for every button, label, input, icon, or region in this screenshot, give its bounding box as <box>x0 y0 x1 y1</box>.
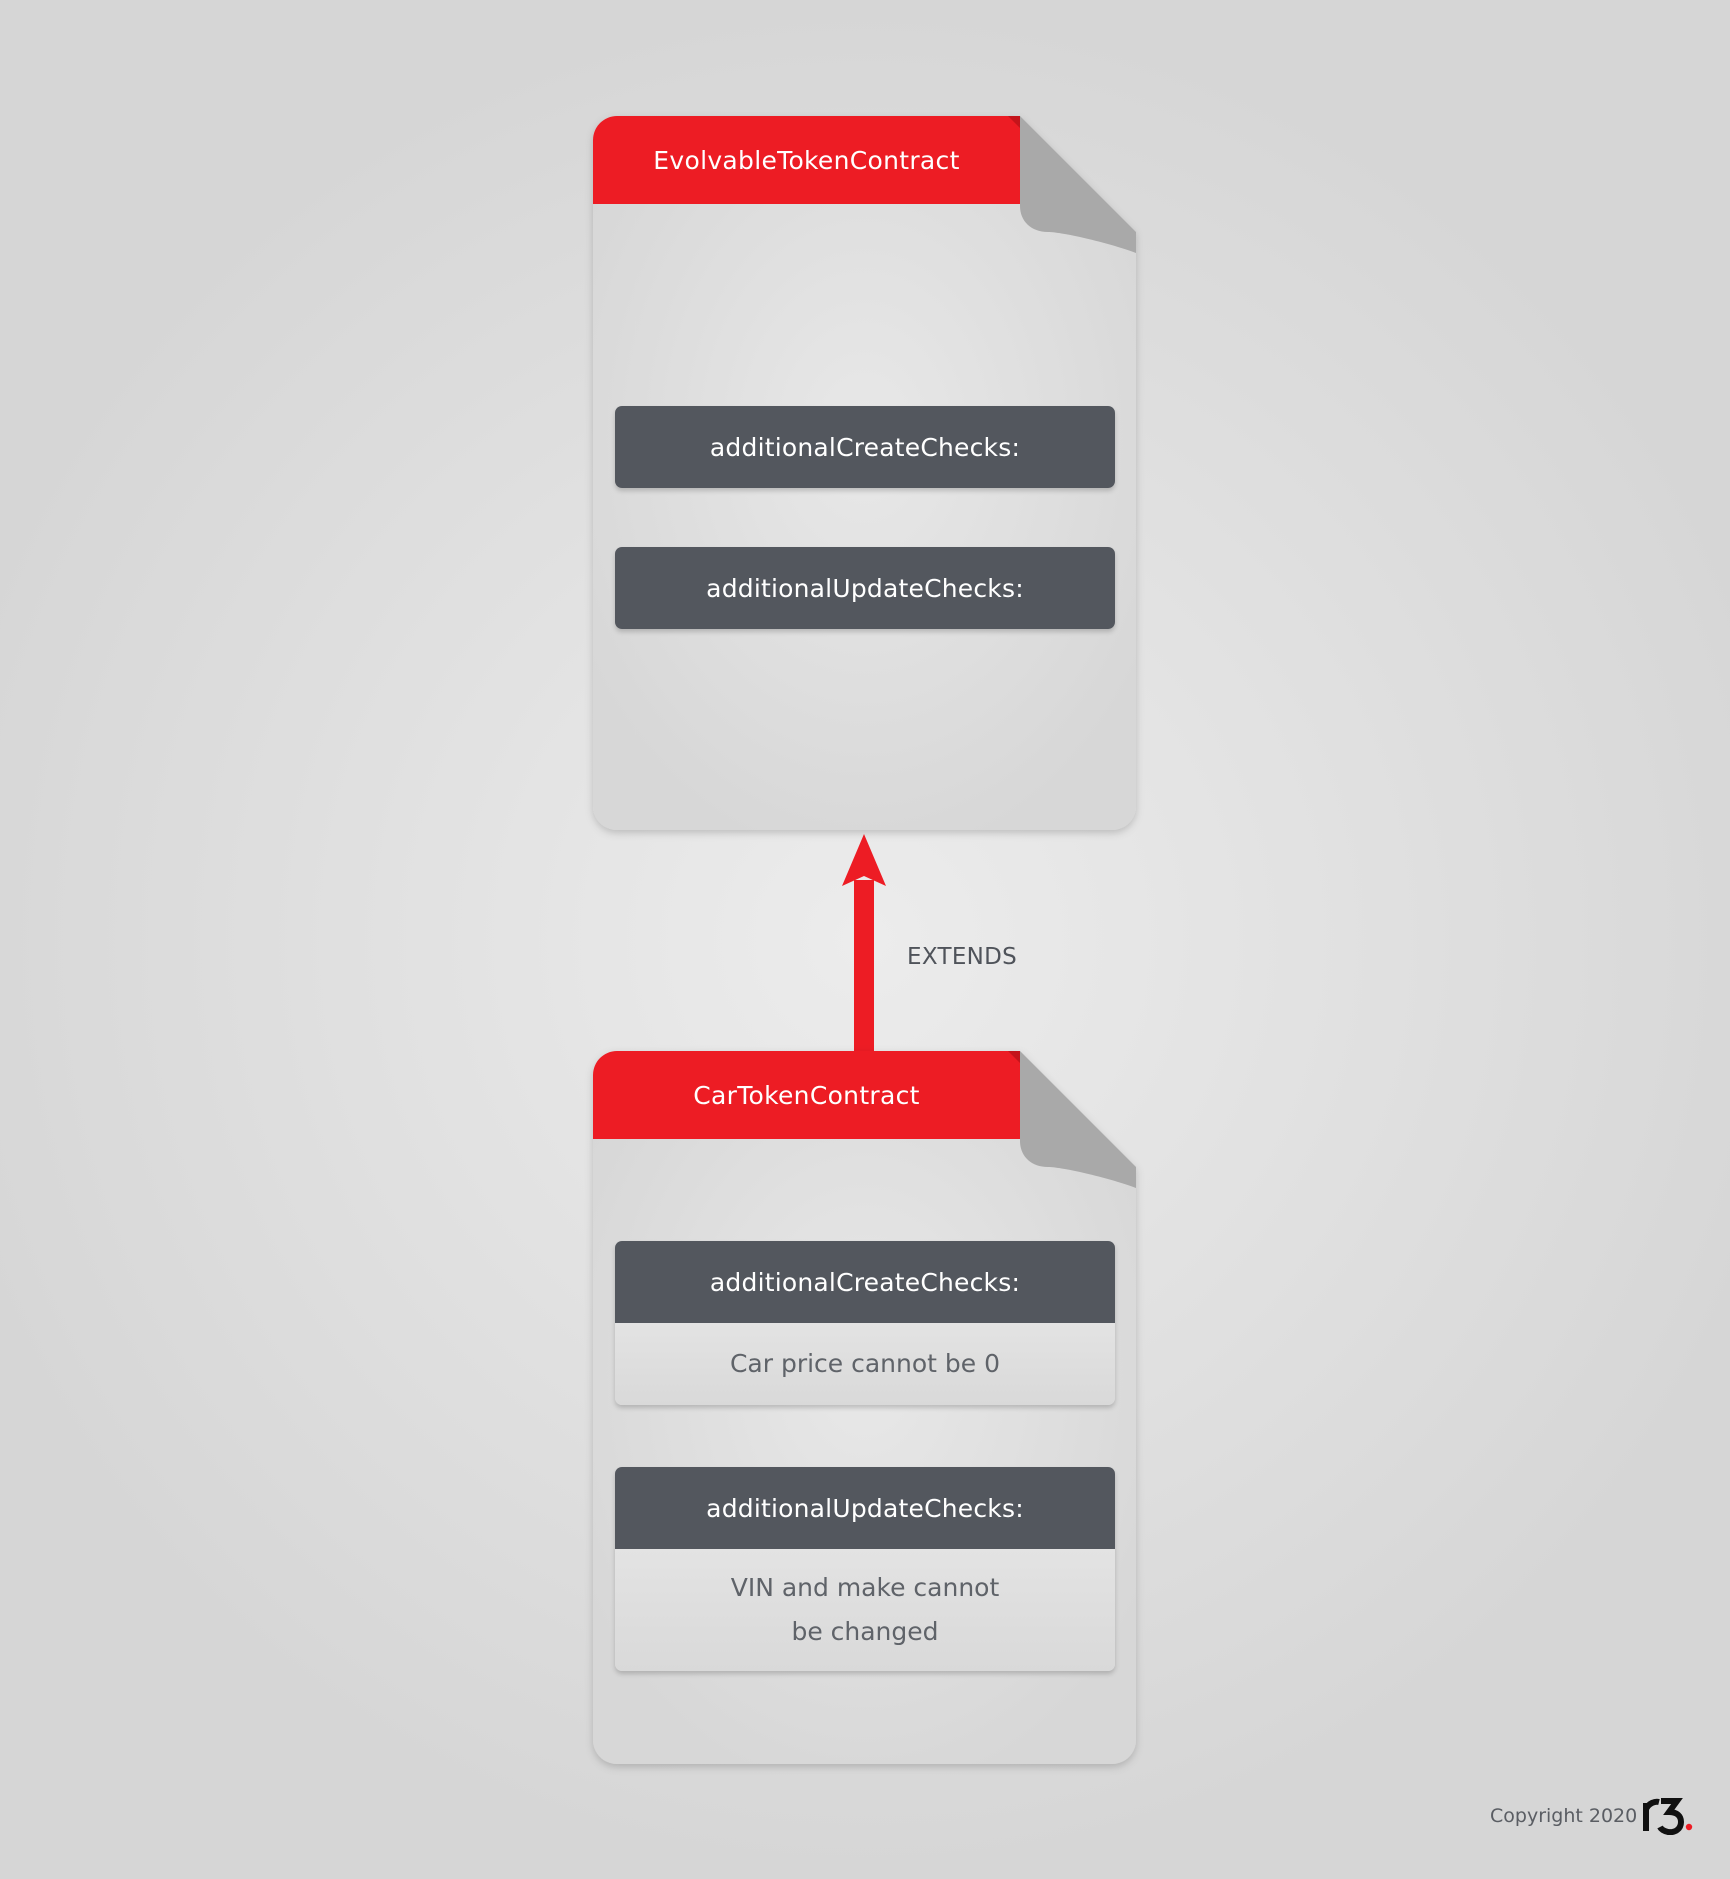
parent-contract-document: EvolvableTokenContract additionalCreateC… <box>593 116 1136 830</box>
child-create-checks-body: Car price cannot be 0 <box>615 1323 1115 1405</box>
child-contract-title: CarTokenContract <box>693 1080 920 1110</box>
r3-logo <box>1643 1798 1693 1835</box>
child-update-checks-block: additionalUpdateChecks: VIN and make can… <box>615 1467 1115 1671</box>
parent-create-checks-block: additionalCreateChecks: <box>615 406 1115 488</box>
child-update-checks-body: VIN and make cannot be changed <box>615 1549 1115 1671</box>
parent-update-checks-block: additionalUpdateChecks: <box>615 547 1115 629</box>
extends-arrow <box>842 834 886 1052</box>
child-create-checks-label: additionalCreateChecks: <box>615 1241 1115 1323</box>
parent-update-checks-label: additionalUpdateChecks: <box>615 547 1115 629</box>
child-contract-document: CarTokenContract additionalCreateChecks:… <box>593 1051 1136 1764</box>
child-update-checks-label: additionalUpdateChecks: <box>615 1467 1115 1549</box>
parent-create-checks-label: additionalCreateChecks: <box>615 406 1115 488</box>
parent-contract-title: EvolvableTokenContract <box>653 145 960 175</box>
child-create-checks-block: additionalCreateChecks: Car price cannot… <box>615 1241 1115 1405</box>
extends-label: EXTENDS <box>907 944 1018 970</box>
copyright-text: Copyright 2020 <box>1490 1805 1638 1827</box>
